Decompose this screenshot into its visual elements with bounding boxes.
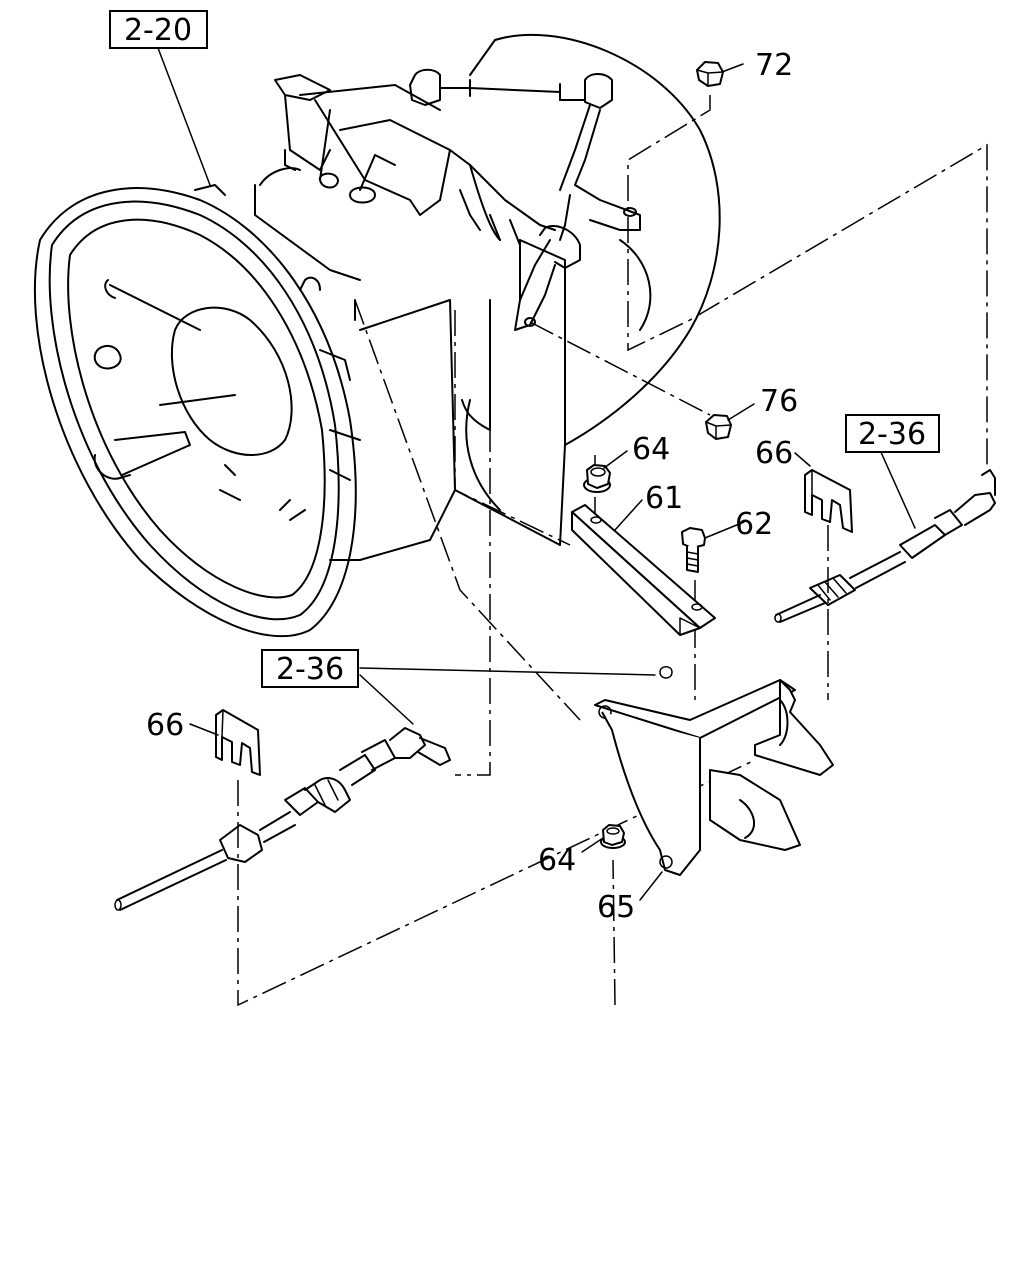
ref-box-right: 2-36 — [845, 414, 940, 453]
callout-72: 72 — [755, 48, 793, 83]
flange-nut-64-top — [583, 464, 611, 493]
ref-box-left: 2-36 — [261, 649, 359, 688]
callout-76: 76 — [760, 384, 798, 419]
ref-label-right: 2-36 — [858, 417, 926, 452]
bolt-62 — [681, 527, 706, 573]
assembly-lines — [237, 95, 988, 1007]
flywheel-housing — [33, 184, 361, 638]
bracket-65 — [594, 666, 834, 876]
callout-62: 62 — [735, 507, 773, 542]
clip-66-left — [215, 709, 261, 776]
clip-66-right — [804, 469, 853, 533]
shift-mechanism — [274, 68, 641, 331]
callout-61: 61 — [645, 481, 683, 516]
callout-64-bottom: 64 — [538, 843, 576, 878]
cable-left — [114, 727, 451, 911]
callout-66-left: 66 — [146, 708, 184, 743]
ref-label-top: 2-20 — [124, 13, 192, 48]
callout-64-top: 64 — [632, 432, 670, 467]
leader-lines — [157, 47, 916, 901]
callout-66-right: 66 — [755, 436, 793, 471]
cable-right — [774, 469, 996, 623]
nut-72 — [696, 61, 724, 87]
angle-bracket-61 — [571, 504, 716, 636]
callout-65: 65 — [597, 890, 635, 925]
flange-nut-64-bottom — [600, 824, 626, 849]
ref-label-left: 2-36 — [276, 652, 344, 687]
ref-box-top: 2-20 — [109, 10, 208, 49]
nut-76 — [705, 414, 732, 440]
